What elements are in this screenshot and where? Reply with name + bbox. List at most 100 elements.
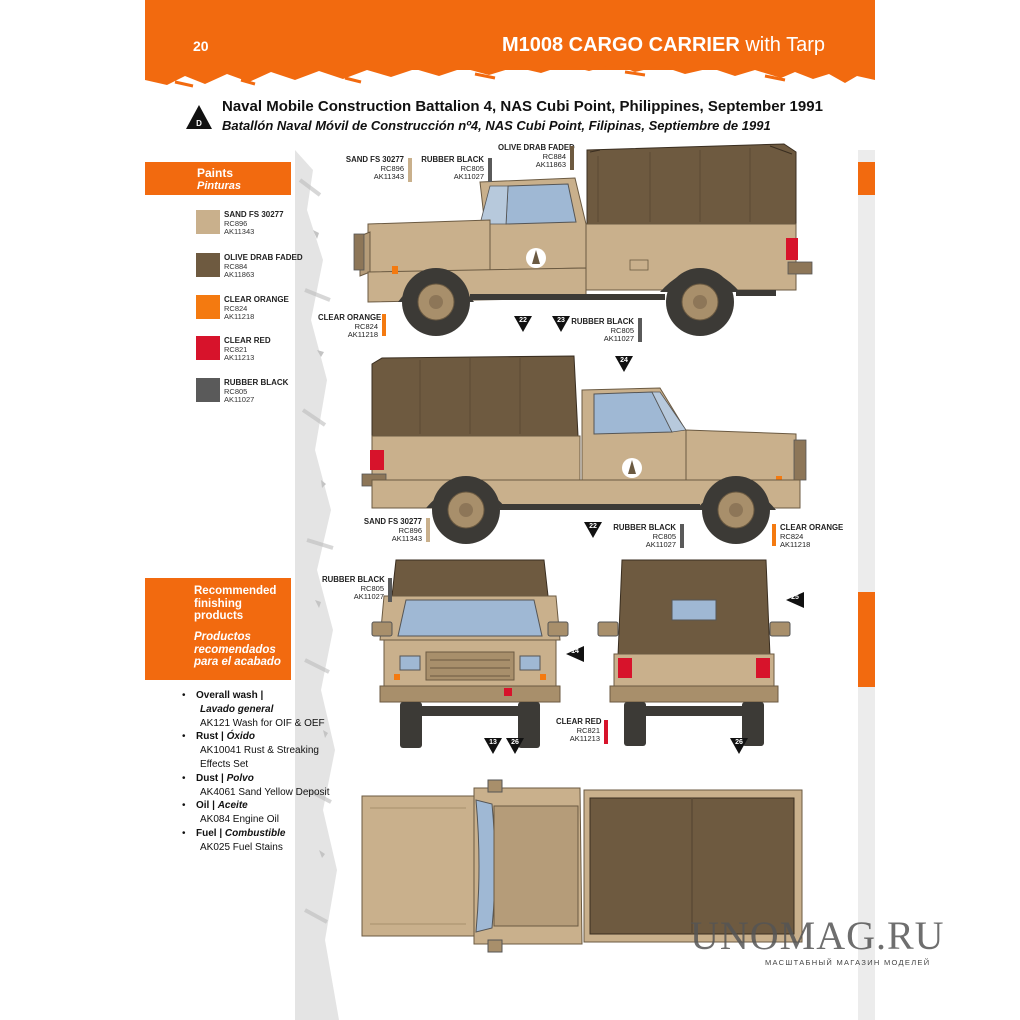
list-item: •Overall wash | Lavado general AK121 Was… bbox=[182, 689, 332, 730]
separator: | bbox=[257, 690, 264, 701]
paint-swatch bbox=[196, 295, 220, 319]
separator: | bbox=[209, 800, 218, 812]
paint-code: RC884 bbox=[224, 262, 248, 271]
decal-marker: 13 bbox=[484, 738, 502, 754]
callout-chip bbox=[488, 158, 492, 182]
decal-marker: 23 bbox=[552, 316, 570, 332]
truck-front-view bbox=[371, 559, 569, 748]
callout-chip bbox=[604, 720, 608, 744]
watermark-tagline: МАСШТАБНЫЙ МАГАЗИН МОДЕЛЕЙ bbox=[765, 958, 931, 967]
right-tab-middle bbox=[858, 592, 875, 687]
decal-marker: 26 bbox=[730, 738, 748, 754]
product-category-es: Óxido bbox=[226, 731, 255, 743]
paint-code: RC821 bbox=[224, 345, 248, 354]
product-name: AK10041 Rust & Streaking Effects Set bbox=[200, 745, 319, 770]
paint-name: SAND FS 30277 bbox=[224, 210, 284, 219]
callout-chip bbox=[382, 314, 386, 336]
header-torn-edge bbox=[145, 52, 875, 88]
callout-chip bbox=[570, 146, 574, 170]
paint-code: RC896 bbox=[224, 219, 248, 228]
paint-code: RC824 bbox=[224, 304, 248, 313]
paint-code: AK11218 bbox=[224, 312, 255, 321]
product-category-es: Aceite bbox=[217, 800, 248, 812]
callout-chip bbox=[388, 578, 392, 602]
recommended-title-en: Recommended finishing products bbox=[194, 585, 277, 622]
paint-swatch bbox=[196, 253, 220, 277]
product-category-en: Rust bbox=[196, 731, 219, 743]
paint-name: CLEAR ORANGE bbox=[224, 295, 289, 304]
variant-letter: D bbox=[196, 119, 202, 128]
product-category-en: Overall wash bbox=[196, 690, 258, 701]
callout-chip bbox=[772, 524, 776, 546]
product-category-en: Oil bbox=[196, 800, 210, 812]
decal-marker: 24 bbox=[615, 356, 633, 372]
product-name: AK025 Fuel Stains bbox=[200, 841, 283, 853]
decal-marker: 22 bbox=[514, 316, 532, 332]
paint-swatch bbox=[196, 336, 220, 360]
title-light: with Tarp bbox=[739, 34, 825, 56]
callout-chip bbox=[638, 318, 642, 342]
paint-name: CLEAR RED bbox=[224, 336, 271, 345]
product-name: AK084 Engine Oil bbox=[200, 814, 279, 826]
truck-rear-view bbox=[597, 559, 791, 746]
callout-chip bbox=[680, 524, 684, 548]
paint-code: AK11213 bbox=[224, 353, 255, 362]
caption-spanish: Batallón Naval Móvil de Construcción nº4… bbox=[222, 118, 771, 133]
paint-swatch bbox=[196, 378, 220, 402]
list-item: •Rust | Óxido AK10041 Rust & Streaking E… bbox=[182, 731, 319, 770]
paint-name: OLIVE DRAB FADED bbox=[224, 253, 303, 262]
paints-title-en: Paints bbox=[197, 166, 234, 180]
list-item: •Oil | Aceite AK084 Engine Oil bbox=[182, 799, 332, 827]
paint-swatch-row: CLEAR RED RC821 AK11213 bbox=[196, 336, 316, 362]
truck-side-view-left bbox=[353, 143, 813, 336]
decal-marker: 14 bbox=[566, 646, 584, 662]
separator: | bbox=[216, 827, 225, 839]
paints-title-es: Pinturas bbox=[197, 180, 242, 192]
product-name: AK121 Wash for OIF & OEF bbox=[200, 717, 325, 729]
truck-top-view bbox=[361, 779, 803, 953]
list-item: •Fuel | Combustible AK025 Fuel Stains bbox=[182, 827, 332, 855]
product-category-es: Polvo bbox=[226, 772, 254, 784]
paint-code: AK11863 bbox=[224, 270, 255, 279]
product-name: AK4061 Sand Yellow Deposit bbox=[200, 786, 330, 798]
paint-swatch-row: CLEAR ORANGE RC824 AK11218 bbox=[196, 295, 316, 321]
paint-swatch-row: OLIVE DRAB FADED RC884 AK11863 bbox=[196, 253, 316, 279]
product-category-es: Combustible bbox=[224, 827, 286, 839]
paint-code: RC805 bbox=[224, 387, 248, 396]
paint-name: RUBBER BLACK bbox=[224, 378, 289, 387]
paint-code: AK11027 bbox=[224, 395, 255, 404]
list-item: •Dust | Polvo AK4061 Sand Yellow Deposit bbox=[182, 772, 332, 800]
paint-swatch bbox=[196, 210, 220, 234]
decal-marker: 26 bbox=[506, 738, 524, 754]
right-margin-strip bbox=[858, 150, 875, 1020]
decal-marker: 22 bbox=[584, 522, 602, 538]
decal-marker: 25 bbox=[786, 592, 804, 608]
truck-side-view-right bbox=[361, 355, 807, 544]
paints-header: Paints Pinturas bbox=[145, 162, 291, 195]
paint-swatch-row: RUBBER BLACK RC805 AK11027 bbox=[196, 378, 316, 404]
right-tab-top bbox=[858, 162, 875, 195]
recommended-header: Recommended finishing products Productos… bbox=[145, 578, 291, 680]
page-title: M1008 CARGO CARRIER with Tarp bbox=[502, 34, 825, 57]
separator: | bbox=[218, 772, 227, 784]
callout-chip bbox=[426, 518, 430, 542]
paint-code: AK11343 bbox=[224, 227, 255, 236]
product-category-en: Dust bbox=[196, 772, 219, 784]
product-category-es: Lavado general bbox=[200, 703, 274, 715]
title-bold: M1008 CARGO CARRIER bbox=[501, 34, 740, 56]
recommended-title-es: Productos recomendados para el acabado bbox=[194, 631, 281, 668]
page-number: 20 bbox=[193, 38, 209, 54]
product-category-en: Fuel bbox=[196, 827, 217, 839]
recommended-list: •Overall wash | Lavado general AK121 Was… bbox=[182, 689, 332, 855]
separator: | bbox=[218, 731, 227, 743]
callout-chip bbox=[408, 158, 412, 182]
